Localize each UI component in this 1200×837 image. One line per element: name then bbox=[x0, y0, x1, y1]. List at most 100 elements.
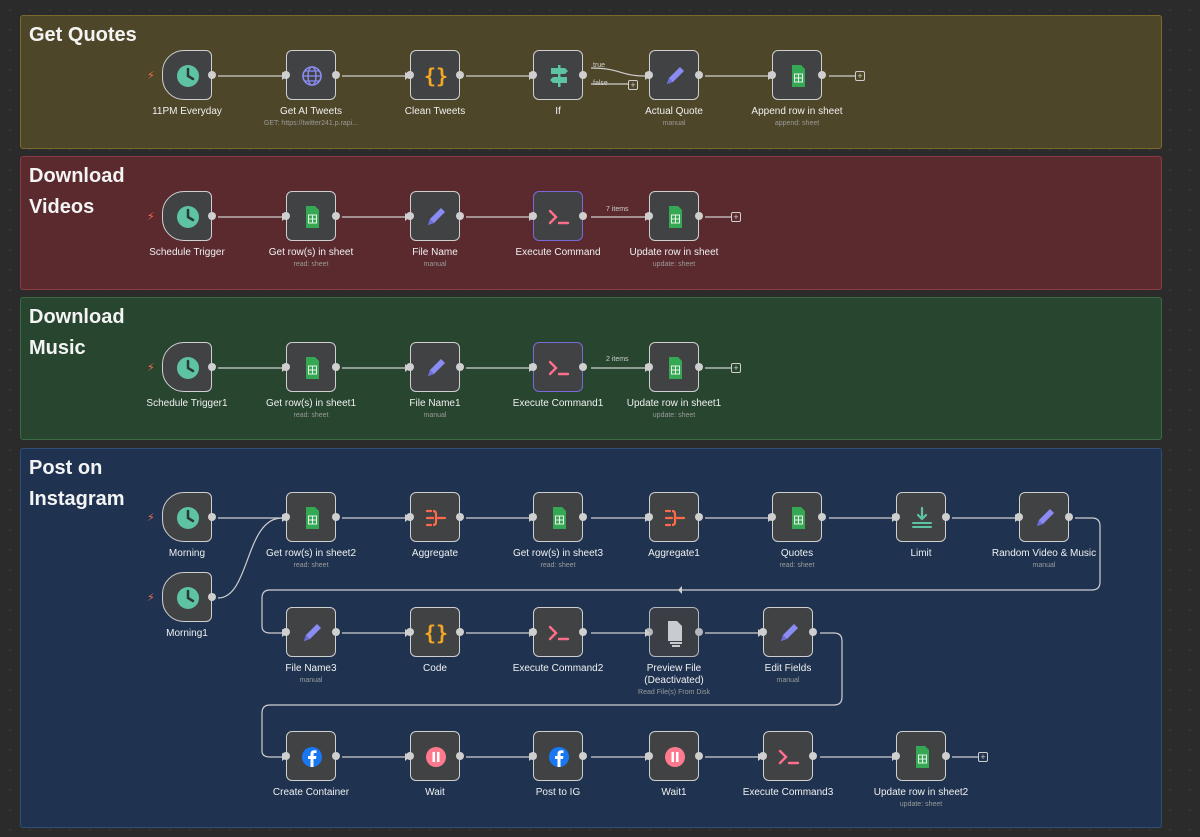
node-file-name1[interactable] bbox=[406, 342, 464, 392]
input-port[interactable] bbox=[406, 363, 414, 371]
node-file-name3[interactable] bbox=[282, 607, 340, 657]
input-port[interactable] bbox=[892, 513, 900, 521]
output-port[interactable] bbox=[579, 752, 587, 760]
input-port[interactable] bbox=[406, 628, 414, 636]
output-port[interactable] bbox=[695, 71, 703, 79]
output-port[interactable] bbox=[332, 71, 340, 79]
node-morning1[interactable]: ⚡ bbox=[147, 572, 216, 622]
output-port[interactable] bbox=[208, 513, 216, 521]
output-port[interactable] bbox=[456, 513, 464, 521]
node-quotes[interactable] bbox=[768, 492, 826, 542]
node-wait1[interactable] bbox=[645, 731, 703, 781]
input-port[interactable] bbox=[529, 212, 537, 220]
output-port[interactable] bbox=[942, 752, 950, 760]
input-port[interactable] bbox=[529, 363, 537, 371]
output-port[interactable] bbox=[695, 752, 703, 760]
node-execute-command[interactable] bbox=[529, 191, 587, 241]
node-file-name[interactable] bbox=[406, 191, 464, 241]
node-wait[interactable] bbox=[406, 731, 464, 781]
node-preview-file-deactivated[interactable] bbox=[645, 607, 703, 657]
input-port[interactable] bbox=[768, 513, 776, 521]
input-port[interactable] bbox=[759, 628, 767, 636]
input-port[interactable] bbox=[759, 752, 767, 760]
output-port[interactable] bbox=[332, 628, 340, 636]
node-if[interactable] bbox=[529, 50, 587, 100]
node-clean-tweets[interactable]: {} bbox=[406, 50, 464, 100]
node-aggregate1[interactable] bbox=[645, 492, 703, 542]
input-port[interactable] bbox=[645, 71, 653, 79]
output-port[interactable] bbox=[456, 752, 464, 760]
input-port[interactable] bbox=[529, 513, 537, 521]
node-get-row-s-in-sheet3[interactable] bbox=[529, 492, 587, 542]
input-port[interactable] bbox=[406, 752, 414, 760]
output-port[interactable] bbox=[456, 71, 464, 79]
node-get-row-s-in-sheet1[interactable] bbox=[282, 342, 340, 392]
node-morning[interactable]: ⚡ bbox=[147, 492, 216, 542]
output-port[interactable] bbox=[579, 513, 587, 521]
output-port[interactable] bbox=[332, 212, 340, 220]
input-port[interactable] bbox=[645, 363, 653, 371]
input-port[interactable] bbox=[406, 513, 414, 521]
output-port[interactable] bbox=[332, 513, 340, 521]
node-schedule-trigger1[interactable]: ⚡ bbox=[147, 342, 216, 392]
sticky-download-videos[interactable]: Download Videos bbox=[20, 156, 1162, 290]
node-schedule-trigger[interactable]: ⚡ bbox=[147, 191, 216, 241]
node-execute-command1[interactable] bbox=[529, 342, 587, 392]
node-actual-quote[interactable] bbox=[645, 50, 703, 100]
output-port[interactable] bbox=[809, 752, 817, 760]
output-port[interactable] bbox=[579, 71, 587, 79]
node-random-video-music[interactable] bbox=[1015, 492, 1073, 542]
input-port[interactable] bbox=[282, 71, 290, 79]
output-port[interactable] bbox=[695, 628, 703, 636]
node-update-row-in-sheet2[interactable] bbox=[892, 731, 950, 781]
input-port[interactable] bbox=[645, 513, 653, 521]
output-port[interactable] bbox=[818, 513, 826, 521]
input-port[interactable] bbox=[768, 71, 776, 79]
input-port[interactable] bbox=[282, 363, 290, 371]
input-port[interactable] bbox=[1015, 513, 1023, 521]
output-port[interactable] bbox=[208, 593, 216, 601]
input-port[interactable] bbox=[529, 752, 537, 760]
node-execute-command3[interactable] bbox=[759, 731, 817, 781]
node-append-row-in-sheet[interactable] bbox=[768, 50, 826, 100]
node-get-ai-tweets[interactable] bbox=[282, 50, 340, 100]
output-port[interactable] bbox=[208, 212, 216, 220]
output-port[interactable] bbox=[456, 363, 464, 371]
node-post-to-ig[interactable] bbox=[529, 731, 587, 781]
add-node-button[interactable]: + bbox=[855, 71, 865, 81]
input-port[interactable] bbox=[282, 752, 290, 760]
node-get-row-s-in-sheet2[interactable] bbox=[282, 492, 340, 542]
add-node-button[interactable]: + bbox=[731, 363, 741, 373]
node-update-row-in-sheet[interactable] bbox=[645, 191, 703, 241]
node-11pm-everyday[interactable]: ⚡ bbox=[147, 50, 216, 100]
input-port[interactable] bbox=[282, 628, 290, 636]
input-port[interactable] bbox=[406, 71, 414, 79]
input-port[interactable] bbox=[645, 752, 653, 760]
output-port[interactable] bbox=[579, 628, 587, 636]
input-port[interactable] bbox=[645, 212, 653, 220]
output-port[interactable] bbox=[942, 513, 950, 521]
output-port[interactable] bbox=[208, 363, 216, 371]
output-port[interactable] bbox=[695, 513, 703, 521]
output-port[interactable] bbox=[579, 363, 587, 371]
add-node-button[interactable]: + bbox=[978, 752, 988, 762]
input-port[interactable] bbox=[406, 212, 414, 220]
output-port[interactable] bbox=[695, 363, 703, 371]
output-port[interactable] bbox=[1065, 513, 1073, 521]
output-port[interactable] bbox=[456, 628, 464, 636]
input-port[interactable] bbox=[529, 628, 537, 636]
output-port[interactable] bbox=[579, 212, 587, 220]
output-port[interactable] bbox=[456, 212, 464, 220]
node-create-container[interactable] bbox=[282, 731, 340, 781]
input-port[interactable] bbox=[892, 752, 900, 760]
input-port[interactable] bbox=[529, 71, 537, 79]
node-execute-command2[interactable] bbox=[529, 607, 587, 657]
node-update-row-in-sheet1[interactable] bbox=[645, 342, 703, 392]
output-port[interactable] bbox=[818, 71, 826, 79]
node-aggregate[interactable] bbox=[406, 492, 464, 542]
node-code[interactable]: {} bbox=[406, 607, 464, 657]
add-node-button[interactable]: + bbox=[628, 80, 638, 90]
input-port[interactable] bbox=[645, 628, 653, 636]
output-port[interactable] bbox=[695, 212, 703, 220]
input-port[interactable] bbox=[282, 513, 290, 521]
